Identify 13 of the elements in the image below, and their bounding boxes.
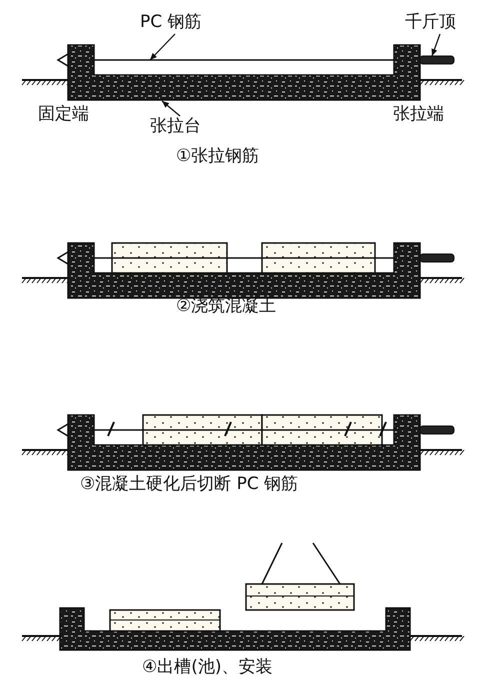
part-label: 张拉台	[150, 116, 201, 136]
part-label: 千斤顶	[405, 12, 456, 32]
step-caption: ①张拉钢筋	[176, 146, 260, 166]
part-label: PC 钢筋	[140, 12, 202, 32]
leader-line	[162, 100, 180, 116]
step-caption: ④出槽(池)、安装	[142, 657, 273, 677]
leader-line	[150, 34, 176, 60]
part-label: 张拉端	[393, 104, 444, 124]
leader-line	[431, 34, 441, 56]
hydraulic-jack	[420, 56, 454, 64]
part-label: 固定端	[38, 104, 89, 124]
step-caption: ③混凝土硬化后切断 PC 钢筋	[80, 474, 298, 494]
stressing-bed	[67, 44, 421, 101]
